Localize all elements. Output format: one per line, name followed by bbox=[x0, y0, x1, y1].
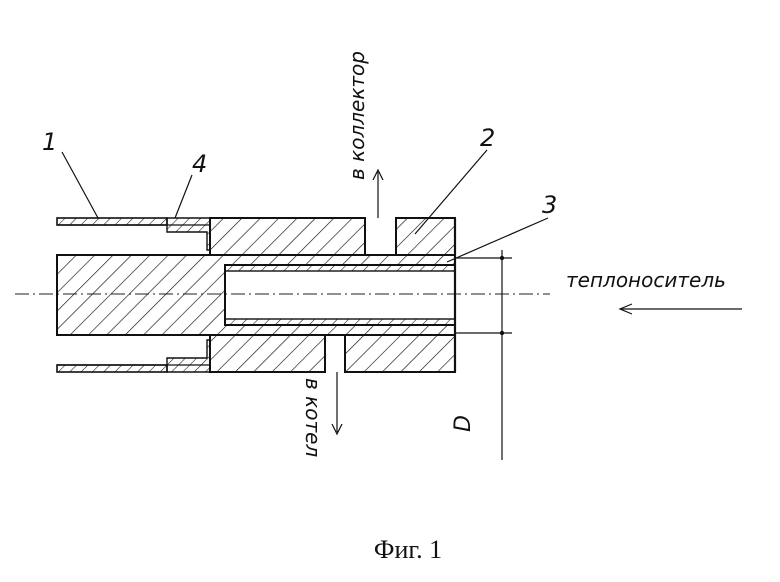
label-part-3: 3 bbox=[542, 191, 557, 219]
heat-carrier-arrow bbox=[620, 304, 742, 314]
figure-caption: Фиг. 1 bbox=[374, 535, 442, 564]
collector-outlet-arrow bbox=[373, 170, 383, 218]
label-heat-carrier: теплоноситель bbox=[566, 268, 726, 292]
label-part-4: 4 bbox=[192, 150, 207, 178]
label-to-collector: в коллектор bbox=[345, 51, 369, 180]
label-diameter: D bbox=[451, 415, 476, 432]
leader-line-1 bbox=[62, 152, 98, 218]
boiler-inlet-arrow bbox=[332, 372, 342, 434]
label-part-1: 1 bbox=[42, 128, 57, 156]
fitting-body-top bbox=[210, 218, 455, 255]
leader-line-4 bbox=[175, 175, 192, 218]
label-part-2: 2 bbox=[480, 124, 495, 152]
fitting-body-bottom bbox=[210, 335, 455, 372]
leader-line-3 bbox=[447, 218, 548, 262]
label-to-boiler: в котел bbox=[301, 378, 325, 457]
